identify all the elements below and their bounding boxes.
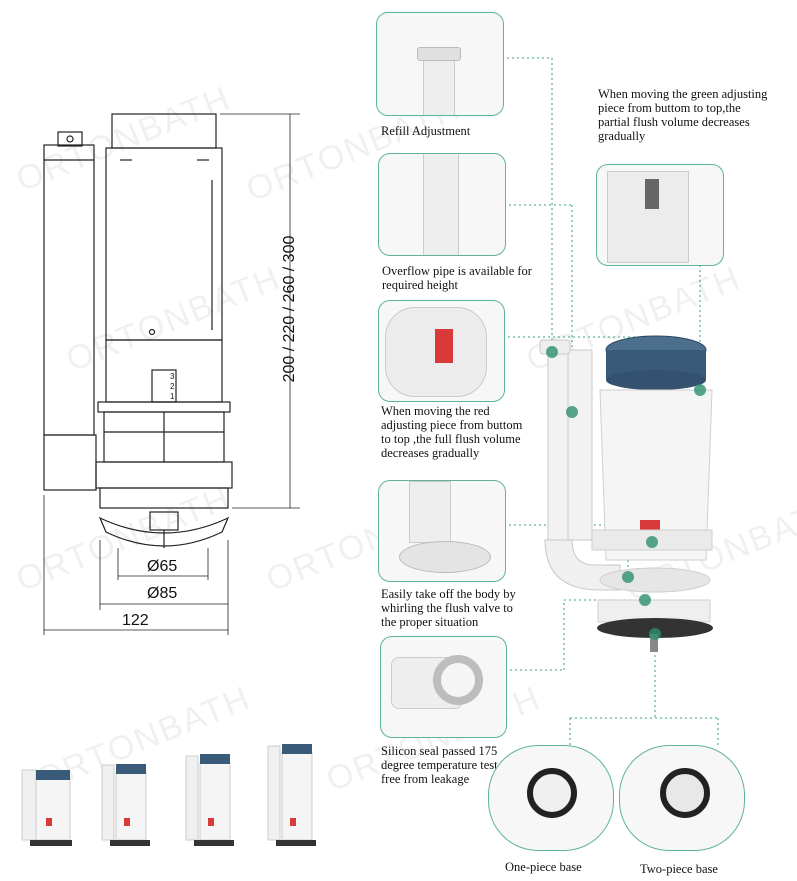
diameter-85-label: Ø85 [147,585,178,602]
width-dimension-label: 122 [122,612,149,629]
size-variants [21,744,316,846]
body-removal-caption: Easily take off the body by whirling the… [381,587,516,629]
refill-adjustment-panel [376,12,504,116]
scale-tick-2: 2 [170,382,175,391]
green-piece-panel [596,164,724,266]
body-removal-panel [378,480,506,582]
overflow-pipe-caption: Overflow pipe is available for required … [382,264,532,292]
scale-tick-1: 1 [170,392,175,401]
green-piece-caption: When moving the green adjusting piece fr… [598,87,768,143]
silicon-seal-caption: Silicon seal passed 175 degree temperatu… [381,744,501,786]
red-piece-panel [378,300,505,402]
diameter-65-label: Ø65 [147,558,178,575]
overflow-pipe-panel [378,153,506,256]
refill-adjustment-caption: Refill Adjustment [381,124,471,138]
one-piece-base-caption: One-piece base [505,860,582,874]
one-piece-base-image [488,745,614,851]
silicon-seal-panel [380,636,507,738]
red-piece-caption: When moving the red adjusting piece from… [381,404,523,460]
two-piece-base-caption: Two-piece base [640,862,718,876]
height-dimension-label: 200 / 220 / 260 / 300 [281,235,298,383]
flush-valve-photo [539,335,713,652]
two-piece-base-image [619,745,745,851]
scale-tick-3: 3 [170,372,175,381]
